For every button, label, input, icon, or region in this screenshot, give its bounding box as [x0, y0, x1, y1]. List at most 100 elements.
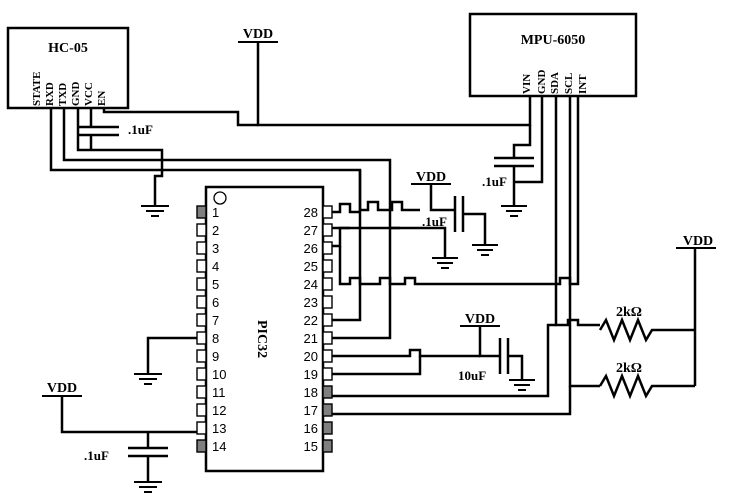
hc05-pin-state: STATE [31, 72, 43, 106]
pin-27-label: 27 [304, 223, 318, 238]
vdd-low-net: VDD 10uF [332, 312, 535, 391]
hc05-cap-label: .1uF [128, 122, 153, 137]
pin-22-label: 22 [304, 313, 318, 328]
pin22-wire [332, 170, 362, 322]
pin-2-pad [196, 223, 207, 237]
vdd-mid-label: VDD [416, 170, 446, 185]
pin-10-label: 10 [212, 367, 226, 382]
pic32-chip: PIC32 1 2 3 4 5 6 7 8 9 10 [196, 185, 333, 473]
mpu6050-title: MPU-6050 [521, 33, 586, 48]
pin-7-pad [196, 313, 207, 327]
pin-16-pad [322, 421, 333, 435]
pin-8-pad [196, 331, 207, 345]
vdd-right-label: VDD [683, 234, 713, 249]
vdd-right-net: VDD [676, 234, 716, 386]
mpu-pin-scl: SCL [563, 73, 575, 94]
pin1-marker-icon [213, 191, 227, 205]
pin-27-pad [322, 223, 333, 237]
hc05-pin-txd: TXD [57, 83, 69, 106]
hc05-ground-net [76, 108, 169, 217]
vdd-left-net: VDD .1uF [42, 381, 197, 493]
pic-cap-b-label: 10uF [458, 368, 486, 383]
pin-6-label: 6 [212, 295, 219, 310]
pin26-wire [332, 226, 350, 248]
hc05-module: HC-05 STATE RXD TXD GND VCC EN [6, 26, 130, 110]
pin19-wire [332, 356, 422, 376]
vdd-mid-net: VDD .1uF [332, 170, 498, 269]
pin21-wire [332, 228, 392, 340]
mpu-gnd-wire [514, 96, 544, 184]
vdd-top-label: VDD [243, 27, 273, 42]
pin-12-label: 12 [212, 403, 226, 418]
pin-28-label: 28 [304, 205, 318, 220]
pin-19-pad [322, 367, 333, 381]
mpu6050-module: MPU-6050 VIN GND SDA SCL INT [468, 12, 638, 98]
mpu-cap-top-lead [512, 125, 532, 158]
pin17-scl-wire [332, 386, 572, 416]
pin-17-pad [322, 403, 333, 417]
mpu-decoupling-capacitor: .1uF [482, 96, 544, 217]
pin28-wire [332, 202, 360, 214]
pin-28-pad [322, 205, 333, 219]
pin-19-label: 19 [304, 367, 318, 382]
pin-26-label: 26 [304, 241, 318, 256]
int-wire [338, 96, 580, 286]
resistor-sda-label: 2kΩ [616, 305, 642, 320]
pin-2-label: 2 [212, 223, 219, 238]
pin-5-pad [196, 277, 207, 291]
hc05-pin-vcc: VCC [83, 82, 95, 106]
pin-26-pad [322, 241, 333, 255]
pin8-wire [146, 336, 197, 374]
left-cap-label: .1uF [84, 448, 109, 463]
pin-11-label: 11 [212, 385, 226, 400]
vdd-low-label: VDD [465, 312, 495, 327]
pic32-body [204, 185, 325, 473]
pin-4-pad [196, 259, 207, 273]
pin-11-pad [196, 385, 207, 399]
mpu-cap-label: .1uF [482, 174, 507, 189]
vdd-left-label: VDD [47, 381, 77, 396]
resistor-sda-icon [598, 316, 695, 344]
pin-22-pad [322, 313, 333, 327]
vdd-to-mpu-vin-wire [256, 42, 532, 127]
pic-cap-a-gnd-lead [463, 212, 487, 245]
pin8-ground-net [134, 336, 197, 385]
mpu-pin-gnd: GND [536, 70, 548, 95]
pin-16-label: 16 [304, 421, 318, 436]
vdd-low-wire [478, 326, 500, 358]
mpu-pin-sda: SDA [549, 72, 561, 94]
pin-6-pad [196, 295, 207, 309]
pin-10-pad [196, 367, 207, 381]
pin-9-pad [196, 349, 207, 363]
pin-23-label: 23 [304, 295, 318, 310]
pin20-wire [332, 348, 480, 358]
pin-23-pad [322, 295, 333, 309]
pullup-resistor-sda: 2kΩ [598, 305, 695, 344]
pin-18-pad [322, 385, 333, 399]
scl-wire [568, 96, 600, 388]
pin-21-label: 21 [304, 331, 318, 346]
pin-15-pad [322, 439, 333, 453]
pin-8-label: 8 [212, 331, 219, 346]
pullup-resistor-scl: 2kΩ [598, 361, 695, 400]
pin-20-pad [322, 349, 333, 363]
pin-24-pad [322, 277, 333, 291]
pin-13-pad [196, 421, 207, 435]
vdd-top-net: VDD [102, 27, 532, 127]
pin-24-label: 24 [304, 277, 318, 292]
resistor-scl-label: 2kΩ [616, 361, 642, 376]
pin-12-pad [196, 403, 207, 417]
pin-5-label: 5 [212, 277, 219, 292]
resistor-scl-icon [598, 372, 695, 400]
hc05-pin-rxd: RXD [44, 82, 56, 106]
pin-18-label: 18 [304, 385, 318, 400]
pin27-wire [332, 226, 447, 258]
pin-3-pad [196, 241, 207, 255]
hc05-title: HC-05 [48, 41, 88, 56]
pin-1-pad [196, 205, 207, 219]
hc05-decoupling-capacitor: .1uF [79, 108, 153, 150]
pin-25-pad [322, 259, 333, 273]
vdd-mid-wire [429, 184, 455, 212]
pin-4-label: 4 [212, 259, 219, 274]
